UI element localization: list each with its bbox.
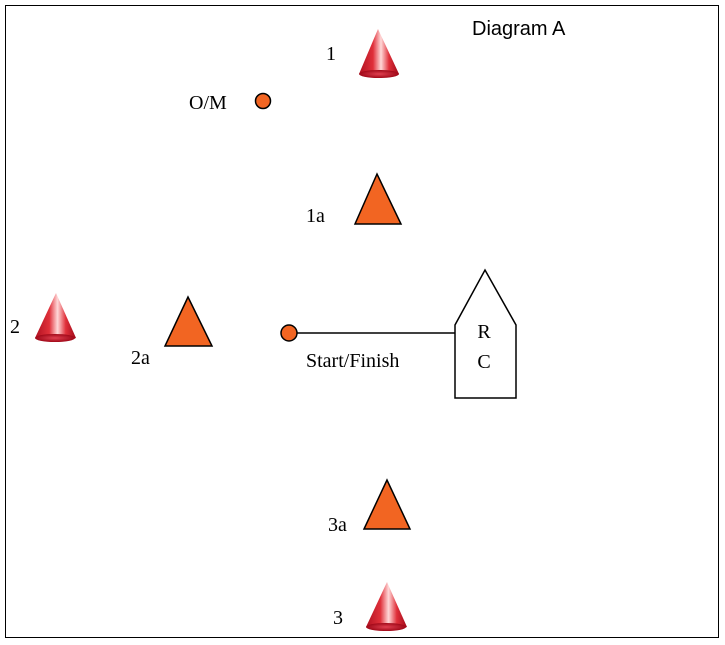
committee-boat-label-c: C [477,351,490,373]
mark-2a-triangle-icon [163,295,214,347]
mark-2-label: 2 [10,316,20,338]
diagram-frame [5,5,719,638]
start-pin-circle-icon [280,324,298,342]
mark-3-label: 3 [333,607,343,629]
mark-1-cone-icon [359,29,399,78]
mark-3a-triangle-icon [362,478,412,530]
mark-1a-label: 1a [306,205,325,227]
committee-boat-label-r: R [477,321,491,343]
mark-1a-triangle-icon [353,172,403,225]
om-label: O/M [189,92,227,114]
mark-1-label: 1 [326,43,336,65]
mark-2-cone-icon [35,293,76,342]
om-circle-icon [254,92,272,110]
mark-3a-label: 3a [328,514,347,536]
start-finish-label: Start/Finish [306,350,399,372]
mark-3-cone-icon [366,582,407,631]
committee-boat-icon [454,268,517,399]
mark-2a-label: 2a [131,347,150,369]
diagram-title: Diagram A [472,18,566,40]
